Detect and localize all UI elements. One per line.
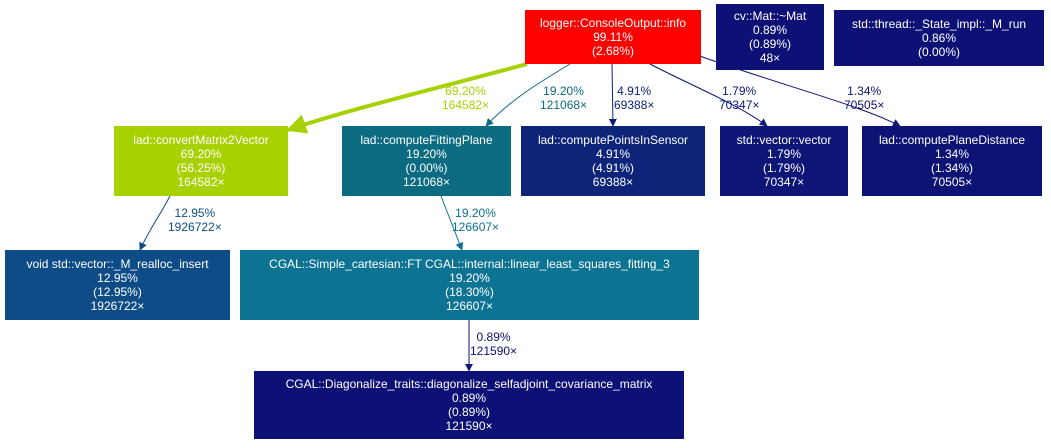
node-name: cv::Mat::~Mat xyxy=(733,9,807,23)
edge-calls: 70505× xyxy=(844,98,885,112)
node-total: 12.95% xyxy=(97,271,138,285)
node-self: (0.00%) xyxy=(405,161,448,175)
edge-pct: 19.20% xyxy=(455,206,496,220)
node-self: (1.79%) xyxy=(762,161,806,175)
edge-calls: 70347× xyxy=(719,98,760,112)
edge-label-console-to-fitting: 19.20% 121068× xyxy=(540,84,587,112)
edge-label-least-to-diag: 0.89% 121590× xyxy=(470,330,517,358)
node-name: lad::computePlaneDistance xyxy=(878,133,1026,147)
node-compute-points-in-sensor[interactable]: lad::computePointsInSensor 4.91% (4.91%)… xyxy=(521,126,705,196)
node-self: (2.68%) xyxy=(591,44,635,58)
node-self: (1.34%) xyxy=(930,161,974,175)
edge-label-fitting-to-least: 19.20% 126607× xyxy=(452,206,499,234)
node-name: lad::convertMatrix2Vector xyxy=(133,133,269,147)
edge-pct: 69.20% xyxy=(445,84,486,98)
node-self: (4.91%) xyxy=(591,161,635,175)
node-total: 69.20% xyxy=(180,147,222,161)
edge-console-to-points xyxy=(608,63,617,127)
node-name: logger::ConsoleOutput::info xyxy=(539,16,687,30)
edge-calls: 126607× xyxy=(452,220,500,234)
node-calls: 70347× xyxy=(763,175,805,189)
node-name: std::vector::vector xyxy=(736,133,832,147)
edge-convert-to-realloc xyxy=(139,195,171,251)
node-total: 0.86% xyxy=(921,31,957,45)
node-linear-least-squares-fitting[interactable]: CGAL::Simple_cartesian::FT CGAL::interna… xyxy=(240,250,699,320)
node-convert-matrix2vector[interactable]: lad::convertMatrix2Vector 69.20% (56.25%… xyxy=(114,126,288,196)
node-vector-constructor[interactable]: std::vector::vector 1.79% (1.79%) 70347× xyxy=(720,126,848,196)
node-total: 0.89% xyxy=(752,23,788,37)
edge-calls: 69388× xyxy=(614,98,655,112)
node-calls: 164582× xyxy=(177,175,225,189)
node-total: 4.91% xyxy=(595,147,631,161)
node-total: 1.79% xyxy=(766,147,802,161)
node-mat-destructor[interactable]: cv::Mat::~Mat 0.89% (0.89%) 48× xyxy=(716,4,824,70)
node-compute-fitting-plane[interactable]: lad::computeFittingPlane 19.20% (0.00%) … xyxy=(342,126,511,196)
node-calls: 126607× xyxy=(445,299,494,313)
edge-label-console-to-convert: 69.20% 164582× xyxy=(442,84,489,112)
node-calls: 121590× xyxy=(445,419,493,433)
edge-console-to-vector xyxy=(649,63,768,127)
node-total: 1.34% xyxy=(934,147,970,161)
node-calls: 69388× xyxy=(592,175,634,189)
edge-fitting-to-least xyxy=(440,195,464,251)
node-total: 19.20% xyxy=(449,271,490,285)
edge-console-to-convert xyxy=(286,62,528,134)
node-thread-run[interactable]: std::thread::_State_impl::_M_run 0.86% (… xyxy=(834,10,1044,66)
node-self: (0.89%) xyxy=(447,405,491,419)
edge-calls: 121590× xyxy=(470,344,518,358)
node-name: std::thread::_State_impl::_M_run xyxy=(851,17,1027,31)
node-name: void std::vector::_M_realloc_insert xyxy=(26,257,209,271)
edge-label-console-to-vector: 1.79% 70347× xyxy=(719,84,759,112)
node-total: 0.89% xyxy=(451,391,487,405)
edge-calls: 121068× xyxy=(540,98,588,112)
node-self: (56.25%) xyxy=(176,161,226,175)
edge-pct: 1.79% xyxy=(722,84,757,98)
node-total: 19.20% xyxy=(406,147,447,161)
node-calls: 121068× xyxy=(402,175,451,189)
edge-pct: 12.95% xyxy=(174,206,216,220)
node-console-output-info[interactable]: logger::ConsoleOutput::info 99.11% (2.68… xyxy=(525,10,701,64)
edge-calls: 164582× xyxy=(442,98,490,112)
node-calls: 70505× xyxy=(931,175,973,189)
node-name: lad::computeFittingPlane xyxy=(360,133,493,147)
node-self: (12.95%) xyxy=(93,285,142,299)
node-self: (0.00%) xyxy=(917,45,961,59)
edge-pct: 1.34% xyxy=(847,84,882,98)
edge-label-convert-to-realloc: 12.95% 1926722× xyxy=(168,206,222,234)
node-self: (0.89%) xyxy=(748,37,792,51)
node-name: CGAL::Diagonalize_traits::diagonalize_se… xyxy=(285,377,653,391)
node-calls: 48× xyxy=(759,51,781,65)
node-total: 99.11% xyxy=(593,30,633,44)
edge-label-console-to-distance: 1.34% 70505× xyxy=(844,84,884,112)
node-vector-realloc-insert[interactable]: void std::vector::_M_realloc_insert 12.9… xyxy=(5,250,230,320)
edge-console-to-fitting xyxy=(485,63,571,127)
edge-pct: 19.20% xyxy=(543,84,584,98)
node-name: CGAL::Simple_cartesian::FT CGAL::interna… xyxy=(269,257,670,271)
node-calls: 1926722× xyxy=(90,299,145,313)
node-name: lad::computePointsInSensor xyxy=(537,133,689,147)
edge-label-console-to-points: 4.91% 69388× xyxy=(614,84,654,112)
node-self: (18.30%) xyxy=(445,285,494,299)
edge-pct: 4.91% xyxy=(617,84,652,98)
edge-calls: 1926722× xyxy=(168,220,222,234)
edge-pct: 0.89% xyxy=(476,330,511,344)
node-compute-plane-distance[interactable]: lad::computePlaneDistance 1.34% (1.34%) … xyxy=(862,126,1042,196)
node-diagonalize-covariance[interactable]: CGAL::Diagonalize_traits::diagonalize_se… xyxy=(254,371,684,439)
